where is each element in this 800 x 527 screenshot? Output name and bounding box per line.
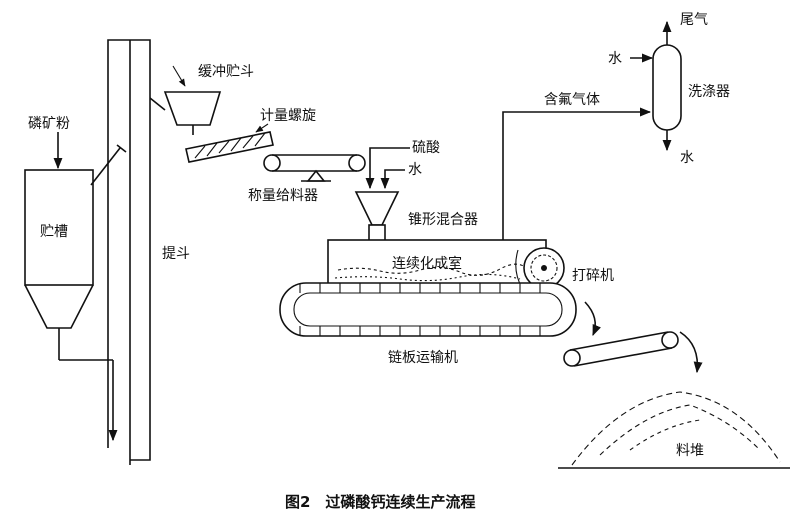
label-cone-mixer: 锥形混合器 [408,212,478,228]
label-chain-conveyor: 链板运输机 [388,350,458,366]
label-metering-screw: 计量螺旋 [260,108,316,124]
cone-mixer [354,191,400,246]
label-water-mixer: 水 [408,162,422,178]
label-phosphate-powder: 磷矿粉 [28,116,70,132]
weigh-feeder [263,154,366,182]
scrubber [630,20,682,152]
label-weigh-feeder: 称量给料器 [248,188,318,204]
label-scrubber: 洗涤器 [688,84,730,100]
figure-caption: 图2 过磷酸钙连续生产流程 [285,493,475,511]
label-fluorine-gas: 含氟气体 [544,92,600,108]
label-water-out: 水 [680,150,694,166]
label-sulfuric-acid: 硫酸 [412,140,440,156]
buffer-hopper [163,65,222,135]
label-buffer-hopper: 缓冲贮斗 [198,64,254,80]
label-water-in: 水 [608,51,622,67]
fluorine-gas-line [502,107,652,240]
chain-conveyor [279,282,601,337]
inclined-conveyor [563,331,703,374]
material-pile [558,391,790,469]
label-crusher: 打碎机 [572,267,614,284]
metering-screw [185,123,274,163]
label-storage-tank: 贮槽 [40,224,68,240]
label-tail-gas: 尾气 [680,12,708,28]
acid-water-feed [365,147,410,190]
storage-tank [24,169,118,442]
crusher [515,247,565,289]
label-pile: 料堆 [676,443,704,459]
bucket-elevator [90,39,166,465]
label-continuous-chamber: 连续化成室 [392,255,462,272]
label-elevator: 提斗 [162,246,190,262]
